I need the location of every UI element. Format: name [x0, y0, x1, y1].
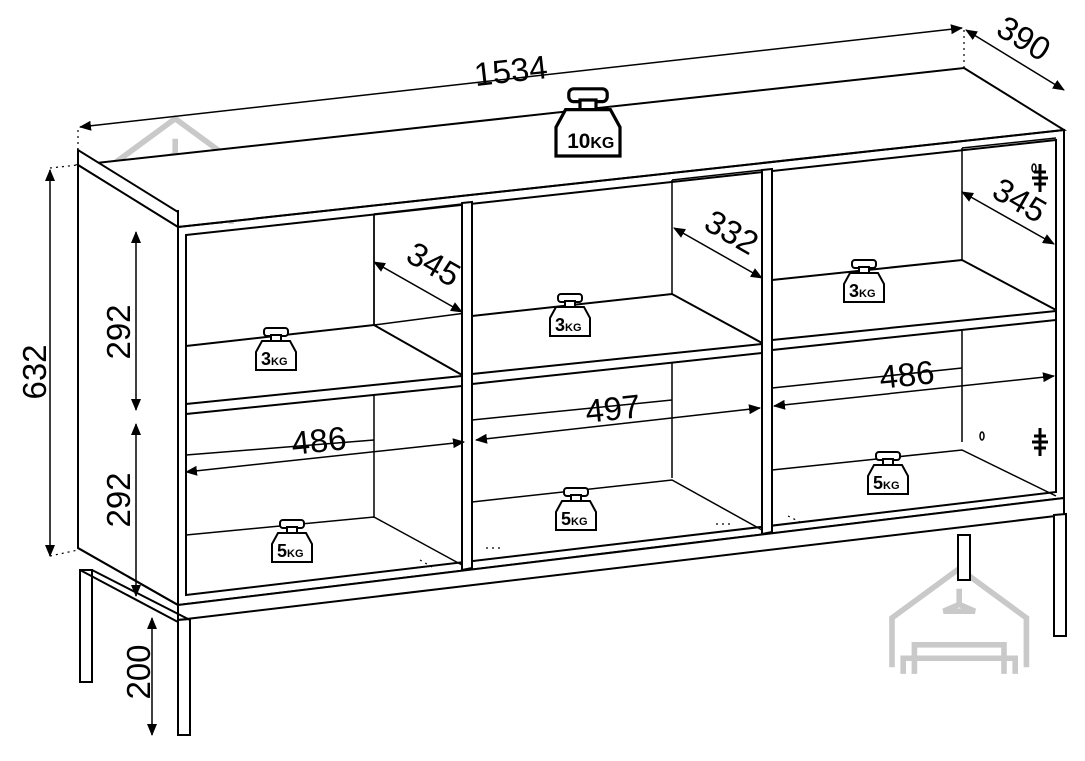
left-side-panel: [77, 163, 179, 607]
shelf-left: [185, 323, 463, 416]
house-sofa-logo-icon: [892, 569, 1026, 674]
height-label: 632: [16, 344, 53, 399]
weight-icon-upper-middle: 3KG: [549, 293, 591, 337]
width-dimension-line: [79, 24, 963, 131]
depth-dimension-line: [965, 29, 1065, 91]
depth-right-line: [961, 191, 1055, 245]
svg-text:5KG: 5KG: [277, 541, 304, 561]
svg-text:10KG: 10KG: [567, 130, 614, 153]
svg-text:5KG: 5KG: [873, 473, 900, 493]
legs: [79, 512, 1067, 736]
svg-text:3KG: 3KG: [261, 349, 288, 369]
hinge-icon: [1032, 428, 1048, 456]
divider-right: [761, 167, 773, 536]
svg-text:3KG: 3KG: [555, 315, 582, 335]
hinge-icon: [1032, 164, 1048, 192]
leg-front-left: [177, 617, 191, 736]
weight-icon-upper-left: 3KG: [255, 327, 297, 371]
width-left-line: [185, 438, 465, 476]
leg-back-right: [957, 534, 971, 581]
width-label: 1534: [472, 48, 549, 93]
width-left-label: 486: [289, 419, 348, 462]
width-right-line: [773, 372, 1055, 410]
leg-front-right: [1053, 512, 1067, 637]
weight-icon-lower-left: 5KG: [271, 519, 313, 563]
shelf-right: [771, 258, 1057, 352]
depth-middle-label: 332: [699, 202, 765, 262]
shelf-height-top-label: 292: [100, 304, 137, 359]
svg-text:3KG: 3KG: [849, 281, 876, 301]
width-middle-line: [475, 404, 761, 444]
svg-text:5KG: 5KG: [561, 509, 588, 529]
shelf-height-bottom-label: 292: [100, 472, 137, 527]
leg-height-label: 200: [120, 644, 157, 699]
width-right-label: 486: [877, 353, 936, 396]
width-middle-label: 497: [583, 387, 642, 430]
shelf-middle: [471, 292, 763, 386]
depth-label: 390: [991, 8, 1057, 68]
depth-middle-line: [673, 227, 763, 279]
divider-left: [461, 200, 473, 572]
weight-icon-upper-right: 3KG: [843, 259, 885, 303]
leg-back-left: [79, 569, 93, 683]
depth-left-label: 345: [401, 234, 467, 294]
depth-left-line: [373, 261, 463, 313]
weight-icon-lower-middle: 5KG: [555, 487, 597, 531]
weight-icon-top: 10KG: [554, 87, 622, 158]
weight-icon-lower-right: 5KG: [867, 451, 909, 495]
